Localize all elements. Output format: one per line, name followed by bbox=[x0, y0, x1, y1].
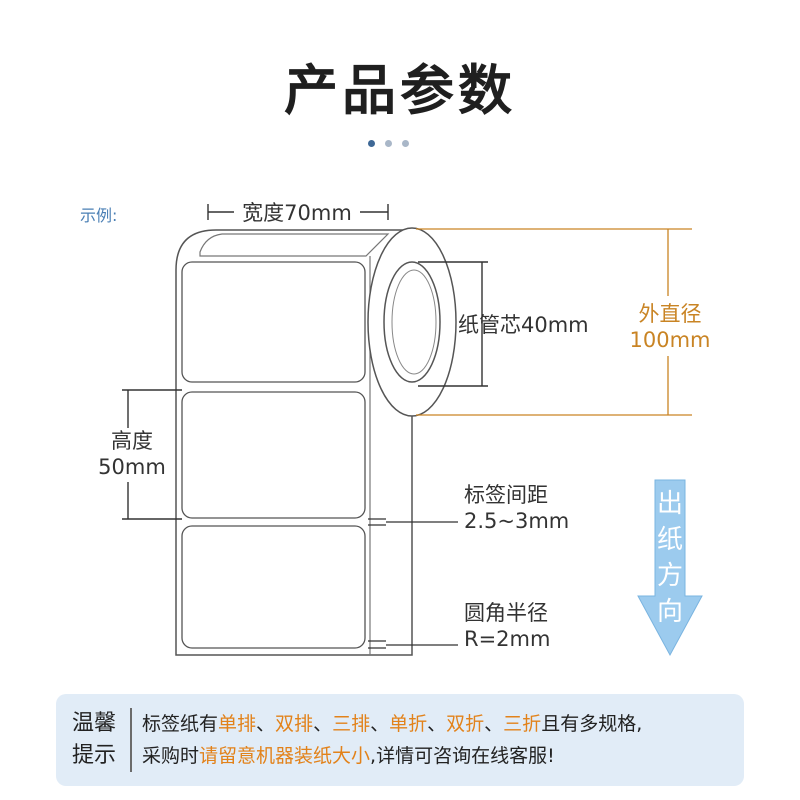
label-sticker-3 bbox=[181, 525, 366, 649]
pagination-dot-active bbox=[368, 140, 375, 147]
paper-core-outer bbox=[383, 261, 441, 383]
gap-label-2: 2.5~3mm bbox=[464, 509, 569, 533]
pagination-dots bbox=[368, 140, 409, 147]
tips-highlight-text: 请留意机器装纸大小 bbox=[199, 745, 371, 767]
tips-box: 温馨 提示 标签纸有单排、双排、三排、单折、双折、三折且有多规格, 采购时请留意… bbox=[56, 694, 744, 786]
height-label-2: 50mm bbox=[98, 455, 166, 479]
radius-label-2: R=2mm bbox=[464, 627, 550, 651]
tips-text: 且有多规格, bbox=[541, 713, 643, 735]
tips-heading: 温馨 提示 bbox=[68, 708, 120, 772]
direction-char-3: 方 bbox=[657, 561, 683, 591]
width-label: 宽度70mm bbox=[242, 201, 352, 225]
paper-core-inner bbox=[391, 269, 437, 375]
tips-line-1: 标签纸有单排、双排、三排、单折、双折、三折且有多规格, bbox=[142, 708, 642, 740]
tips-text: 、 bbox=[427, 713, 447, 735]
tips-text: 采购时 bbox=[142, 745, 200, 767]
outer-diameter-label-1: 外直径 bbox=[639, 302, 702, 326]
tips-text: 、 bbox=[370, 713, 390, 735]
tips-heading-line-2: 提示 bbox=[71, 743, 116, 768]
tips-highlight-text: 三排 bbox=[332, 713, 371, 735]
direction-char-1: 出 bbox=[657, 489, 683, 519]
tips-highlight-text: 单排 bbox=[218, 713, 257, 735]
outer-diameter-dimension bbox=[416, 228, 692, 416]
core-label: 纸管芯40mm bbox=[458, 313, 589, 337]
tips-heading-line-1: 温馨 bbox=[71, 711, 116, 736]
direction-char-4: 向 bbox=[657, 597, 683, 627]
tips-highlight-text: 三折 bbox=[503, 713, 542, 735]
page-title: 产品参数 bbox=[284, 59, 516, 122]
core-dimension bbox=[418, 261, 488, 387]
pagination-dot bbox=[402, 140, 409, 147]
tips-text: ,详情可咨询在线客服! bbox=[370, 745, 555, 767]
height-dimension bbox=[122, 389, 182, 520]
feed-direction-arrow bbox=[637, 479, 703, 657]
outer-diameter-label-2: 100mm bbox=[630, 328, 711, 352]
tips-text: 、 bbox=[313, 713, 333, 735]
direction-char-2: 纸 bbox=[657, 525, 683, 555]
gap-callout bbox=[368, 518, 458, 526]
radius-callout bbox=[368, 640, 458, 649]
tips-line-2: 采购时请留意机器装纸大小,详情可咨询在线客服! bbox=[142, 740, 642, 772]
radius-label-1: 圆角半径 bbox=[464, 601, 548, 625]
height-label-1: 高度 bbox=[111, 429, 153, 453]
tips-text: 、 bbox=[256, 713, 276, 735]
tips-body: 标签纸有单排、双排、三排、单折、双折、三折且有多规格, 采购时请留意机器装纸大小… bbox=[142, 708, 642, 772]
roll-top-band bbox=[199, 233, 390, 257]
label-sticker-2 bbox=[181, 391, 366, 519]
tips-highlight-text: 双折 bbox=[446, 713, 485, 735]
example-label: 示例: bbox=[80, 206, 118, 225]
tips-highlight-text: 双排 bbox=[275, 713, 314, 735]
pagination-dot bbox=[385, 140, 392, 147]
label-sticker-1 bbox=[181, 261, 366, 383]
width-dimension bbox=[207, 204, 389, 220]
tips-highlight-text: 单折 bbox=[389, 713, 428, 735]
tips-divider bbox=[130, 708, 132, 772]
gap-label-1: 标签间距 bbox=[464, 483, 548, 507]
tips-text: 标签纸有 bbox=[142, 713, 219, 735]
tips-text: 、 bbox=[484, 713, 504, 735]
